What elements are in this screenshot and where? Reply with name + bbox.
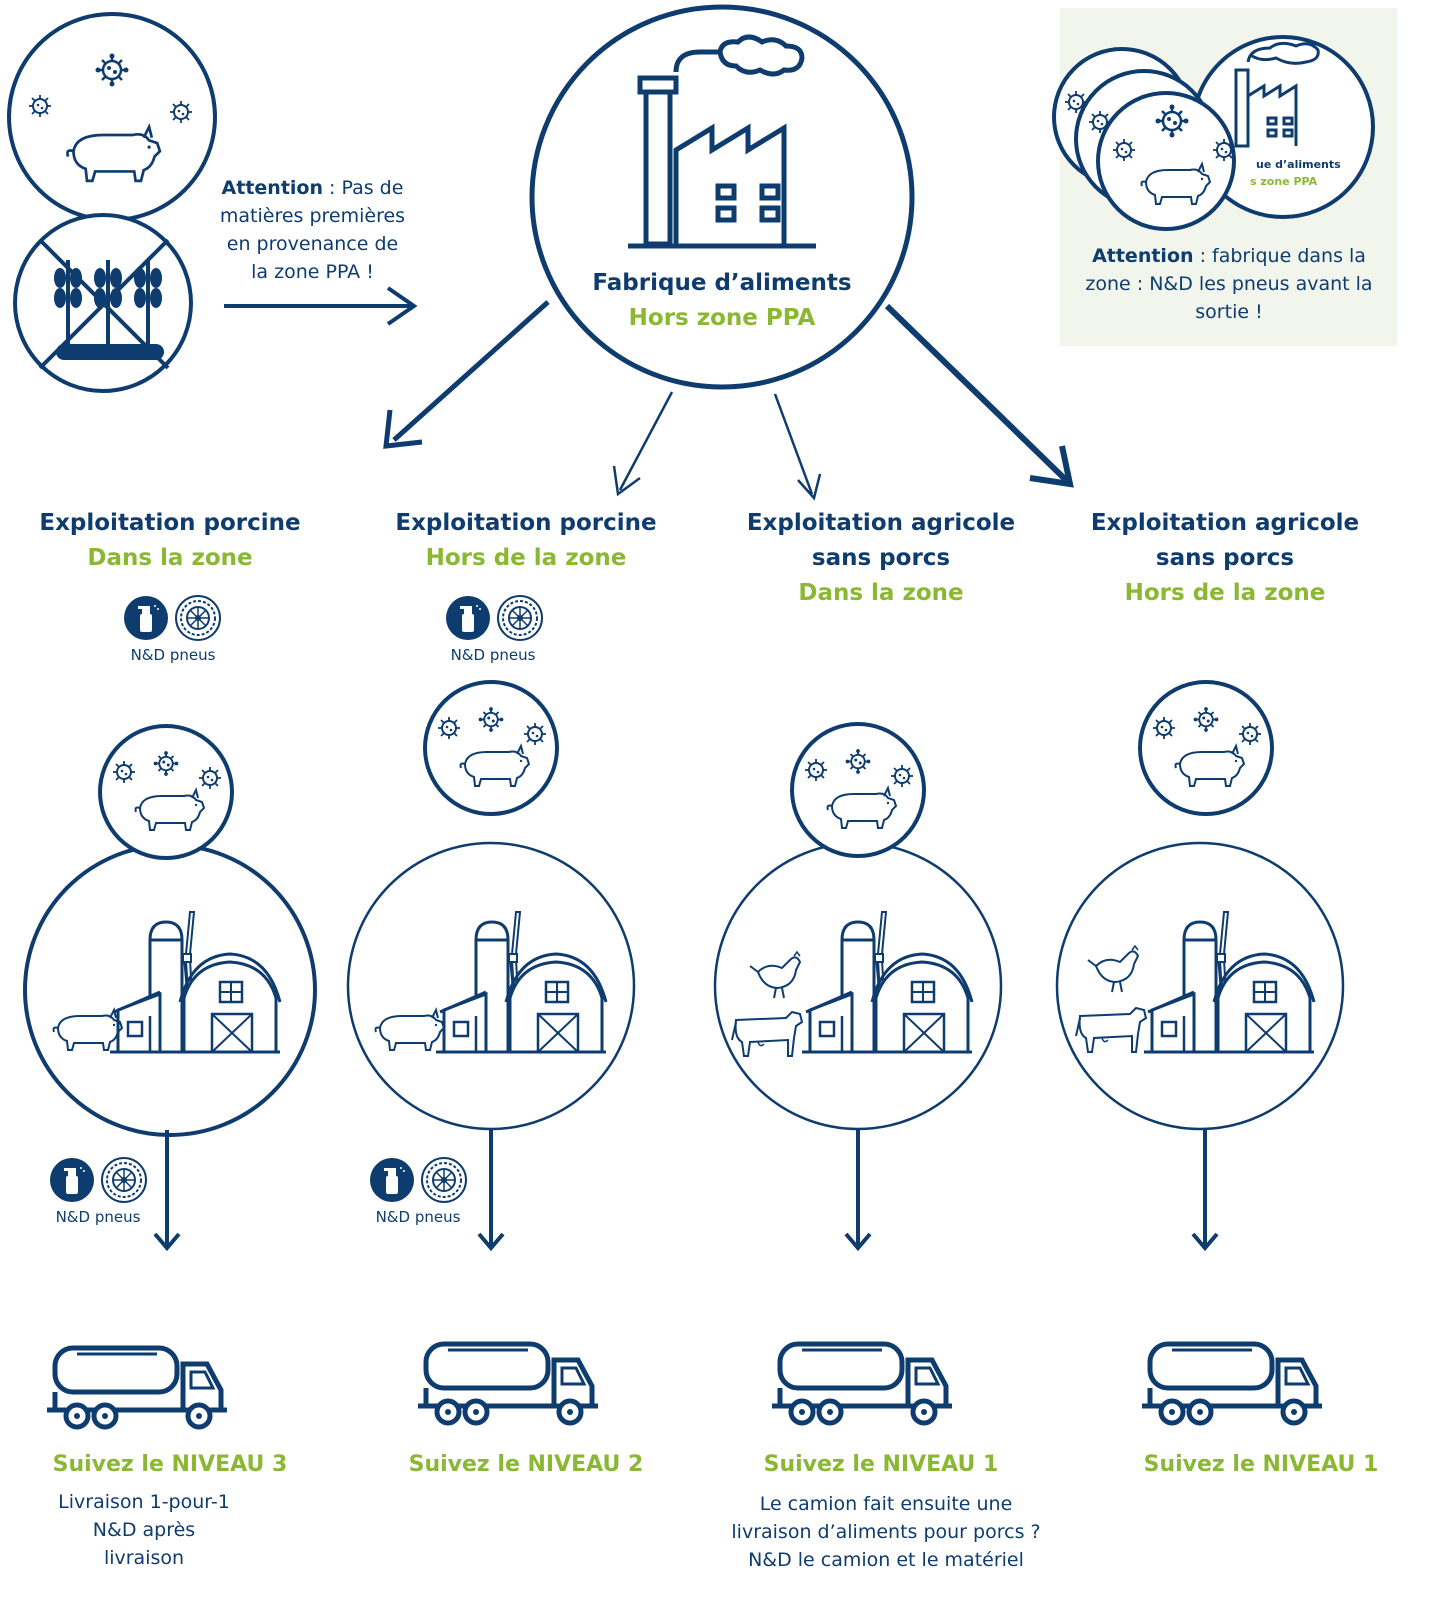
mini-factory-circle <box>1191 35 1375 219</box>
column-2-level: Suivez le NIVEAU 2 <box>408 1452 644 1477</box>
factory-icon <box>628 34 816 249</box>
column-3-detail-line: livraison d’aliments pour porcs ? <box>731 1521 1041 1543</box>
truck-icon <box>418 1344 598 1423</box>
column-2-heading: Exploitation porcine Hors de la zone <box>366 506 686 576</box>
column-1-detail-line: livraison <box>103 1547 185 1569</box>
attention-right-line2: zone : N&D les pneus avant la <box>1085 273 1373 295</box>
arrow-icon <box>224 286 418 326</box>
risk-circle-top-left <box>7 12 217 222</box>
column-3-title: Exploitation agricole <box>746 510 1016 536</box>
tire-icon <box>101 1157 147 1203</box>
tire-icon <box>175 595 221 641</box>
risk-bubble-3 <box>790 722 926 858</box>
attention-note-right: Attention : fabrique dans la zone : N&D … <box>1064 242 1394 326</box>
column-4-title-line2: sans porcs <box>1155 545 1295 571</box>
column-2-nd-top: N&D pneus <box>450 646 536 664</box>
column-3-detail-line: N&D le camion et le matériel <box>748 1549 1024 1571</box>
mini-factory-title: ue d’aliments <box>1256 158 1341 171</box>
wheat-icon <box>54 260 162 345</box>
column-4-zone: Hors de la zone <box>1124 580 1326 606</box>
no-raw-materials-circle <box>13 213 193 393</box>
truck-icon <box>1142 1344 1322 1423</box>
farm-circle-1 <box>23 843 317 1137</box>
attention-right-line1: : fabrique dans la <box>1193 245 1366 267</box>
farm-circle-3 <box>713 841 1003 1131</box>
column-4-heading: Exploitation agricole sans porcs Hors de… <box>1060 506 1390 611</box>
tire-icon <box>421 1157 467 1203</box>
column-1-title: Exploitation porcine <box>39 510 301 536</box>
column-3-detail-line: Le camion fait ensuite une <box>759 1493 1013 1515</box>
farm-circle-2 <box>346 841 636 1131</box>
column-2-nd-bottom: N&D pneus <box>375 1208 461 1226</box>
column-3-heading: Exploitation agricole sans porcs Dans la… <box>716 506 1046 611</box>
arrow-icon <box>153 1128 1219 1252</box>
column-1-heading: Exploitation porcine Dans la zone <box>20 506 320 576</box>
column-1-zone: Dans la zone <box>87 545 253 571</box>
spray-icon <box>50 1158 94 1202</box>
column-3-zone: Dans la zone <box>798 580 964 606</box>
column-1-nd-bottom: N&D pneus <box>55 1208 141 1226</box>
attention-note-left: Attention : Pas de matières premières en… <box>205 174 420 286</box>
attention-right-line3: sortie ! <box>1195 301 1263 323</box>
column-3-details: Le camion fait ensuite une livraison d’a… <box>706 1490 1066 1574</box>
risk-bubble-4 <box>1138 680 1274 816</box>
risk-bubble-1 <box>98 724 234 860</box>
attention-text-line4: la zone PPA ! <box>251 261 374 283</box>
factory-circle <box>529 4 915 390</box>
column-1-details: Livraison 1-pour-1 N&D après livraison <box>24 1488 264 1572</box>
column-4-level: Suivez le NIVEAU 1 <box>1143 1452 1379 1477</box>
attention-text-line2: matières premières <box>219 205 406 227</box>
mini-factory-subtitle: s zone PPA <box>1250 175 1318 188</box>
factory-subtitle: Hors zone PPA <box>628 305 816 331</box>
column-1-detail-line: Livraison 1-pour-1 <box>58 1491 230 1513</box>
column-1-detail-line: N&D après <box>92 1519 196 1541</box>
truck-icon <box>47 1348 227 1427</box>
column-1-level: Suivez le NIVEAU 3 <box>52 1452 288 1477</box>
column-1-nd-top: N&D pneus <box>130 646 216 664</box>
attention-label: Attention <box>221 177 324 199</box>
mini-bubble-3 <box>1096 91 1236 231</box>
tire-icon <box>497 595 543 641</box>
column-3-title-line2: sans porcs <box>811 545 951 571</box>
column-4-title: Exploitation agricole <box>1090 510 1360 536</box>
attention-label-right: Attention <box>1092 245 1194 267</box>
spray-icon <box>446 596 490 640</box>
attention-text-line1: : Pas de <box>323 177 404 199</box>
arrow-icon <box>383 300 1074 501</box>
farm-circle-4 <box>1055 841 1345 1131</box>
column-2-zone: Hors de la zone <box>425 545 627 571</box>
spray-icon <box>124 596 168 640</box>
attention-text-line3: en provenance de <box>226 233 399 255</box>
factory-title: Fabrique d’aliments <box>592 270 852 296</box>
risk-bubble-2 <box>423 680 559 816</box>
column-3-level: Suivez le NIVEAU 1 <box>763 1452 999 1477</box>
spray-icon <box>370 1158 414 1202</box>
column-2-title: Exploitation porcine <box>395 510 657 536</box>
truck-icon <box>772 1344 952 1423</box>
